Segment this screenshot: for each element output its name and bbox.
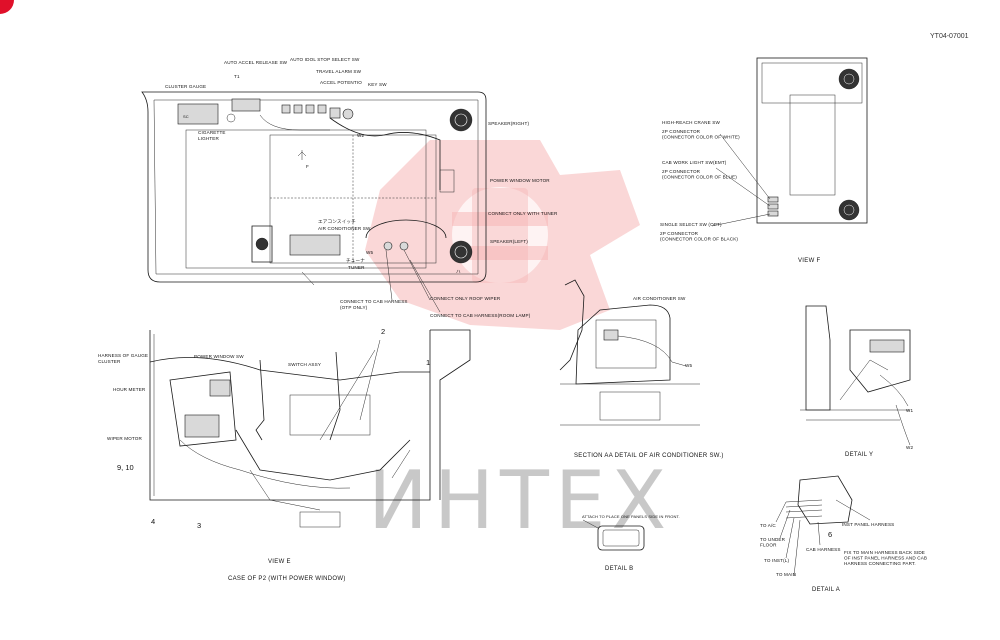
label-tuner-jp: チューナ — [346, 258, 365, 264]
label-auto-accel-release-sw: AUTO ACCEL RELEASE SW — [224, 60, 288, 65]
section-aa-drawing — [559, 279, 700, 426]
label-2p-connector-black: 2P CONNECTOR (CONNECTOR COLOR OF BLACK) — [660, 231, 738, 242]
caption-detail-y: DETAIL Y — [845, 452, 873, 458]
label-cigarette-lighter-line-2: LIGHTER — [198, 136, 219, 141]
detail-b-labels: ATTACH TO PLACE ONE PANELS SIDE IN FRONT… — [582, 514, 680, 572]
label-power-window-sw: POWER WINDOW SW — [194, 354, 244, 359]
label-9-10: 9, 10 — [117, 463, 134, 472]
label-aircon-sw-jp: エアコンスイッチ — [318, 219, 356, 225]
view-f-drawing — [711, 57, 868, 227]
label-fix-note: FIX TO MAIN HARNESS BACK SIDE OF INST PA… — [844, 550, 929, 566]
watermark-text: ИНТЕХ — [368, 454, 672, 547]
label-hour-meter: HOUR METER — [113, 387, 146, 392]
label-y-w1: W1 — [906, 408, 913, 413]
label-2p-connector-blue-line-2: (CONNECTOR COLOR OF BLUE) — [662, 175, 737, 180]
label-attach-note: ATTACH TO PLACE ONE PANELS SIDE IN FRONT… — [582, 514, 680, 519]
label-connect-cab-harness-opt: CONNECT TO CAB HARNESS (OTP ONLY) — [340, 299, 409, 310]
label-1: 1 — [426, 358, 430, 367]
label-cab-work-light-sw: CAB WORK LIGHT SW(EMT) — [662, 160, 727, 165]
label-t1: T1 — [234, 74, 240, 79]
label-2p-connector-white: 2P CONNECTOR (CONNECTOR COLOR OF WHITE) — [662, 129, 740, 140]
caption-section-aa: SECTION AA DETAIL OF AIR CONDITIONER SW.… — [574, 453, 724, 459]
svg-text:SC: SC — [183, 114, 189, 119]
label-2p-connector-blue: 2P CONNECTOR (CONNECTOR COLOR OF BLUE) — [662, 169, 737, 180]
label-harness-of-gauge-cluster-line-1: HARNESS OF GAUGE — [98, 353, 148, 358]
label-connect-only-with-tuner: CONNECT ONLY WITH TUNER — [488, 211, 558, 216]
label-to-main: TO MAIN — [776, 572, 796, 577]
caption-detail-b: DETAIL B — [605, 566, 633, 572]
caption-view-e: VIEW E — [268, 559, 291, 565]
label-fix-note-line-3: HARNESS CONNECTING PART. — [844, 561, 916, 566]
label-aa-w5: W5 — [685, 363, 692, 368]
caption-view-f: VIEW F — [798, 258, 821, 264]
label-f-mark: F — [306, 164, 309, 169]
label-switch-assy: SWITCH ASSY — [288, 362, 321, 367]
label-accel-potentio: ACCEL POTENTIO — [320, 80, 362, 85]
detail-y-labels: W1 W2 DETAIL Y — [845, 408, 913, 458]
label-power-window-motor: POWER WINDOW MOTOR — [490, 178, 550, 183]
detail-a-labels: TO A/C TO UNDER FLOOR TO INST(L) TO MAIN… — [760, 522, 929, 593]
label-2: 2 — [381, 327, 385, 336]
label-connect-cab-harness-opt-line-1: CONNECT TO CAB HARNESS — [340, 299, 408, 304]
label-w5: W5 — [366, 250, 373, 255]
label-2p-connector-white-line-1: 2P CONNECTOR — [662, 129, 701, 134]
label-3: 3 — [197, 521, 201, 530]
label-aa-air-conditioner-sw: AIR CONDITIONER SW — [633, 296, 686, 301]
corner-badge — [0, 0, 14, 14]
label-4: 4 — [151, 517, 155, 526]
label-fix-note-line-2: OF INST PANEL HARNESS AND CAB — [844, 556, 927, 561]
label-wiper-motor: WIPER MOTOR — [107, 436, 143, 441]
label-tuner: TUNER — [348, 265, 365, 270]
label-harness-of-gauge-cluster: HARNESS OF GAUGE CLUSTER — [98, 353, 150, 364]
label-2p-connector-black-line-2: (CONNECTOR COLOR OF BLACK) — [660, 237, 738, 242]
label-harness-of-gauge-cluster-line-2: CLUSTER — [98, 359, 121, 364]
detail-b-drawing — [582, 519, 645, 551]
label-w2: W2 — [357, 133, 364, 138]
label-single-select-sw: SINGLE SELECT SW (OPT) — [660, 222, 722, 227]
watermark: ИНТЕХ — [365, 140, 672, 547]
label-a-6: 6 — [828, 530, 832, 539]
caption-detail-a: DETAIL A — [812, 587, 840, 593]
doc-id: YT04-07001 — [930, 33, 969, 40]
label-to-under-floor-line-2: FLOOR — [760, 543, 777, 548]
label-2p-connector-blue-line-1: 2P CONNECTOR — [662, 169, 701, 174]
view-e-drawing — [149, 329, 471, 528]
label-air-conditioner-sw: AIR CONDITIONER SW — [318, 226, 371, 231]
view-e-labels: HARNESS OF GAUGE CLUSTER POWER WINDOW SW… — [98, 327, 430, 582]
label-fix-note-line-1: FIX TO MAIN HARNESS BACK SIDE — [844, 550, 925, 555]
label-to-inst-l: TO INST(L) — [764, 558, 789, 563]
view-f-labels: HIGH-REACH CRANE SW 2P CONNECTOR (CONNEC… — [660, 120, 821, 264]
label-2p-connector-black-line-1: 2P CONNECTOR — [660, 231, 699, 236]
label-cab-harness: CAB HARNESS — [806, 547, 841, 552]
label-cluster-gauge: CLUSTER GAUGE — [165, 84, 206, 89]
label-view-marker: ハ — [456, 269, 461, 274]
label-speaker-right: SPEAKER(RIGHT) — [488, 121, 529, 126]
label-to-under-floor-line-1: TO UNDER — [760, 537, 786, 542]
label-inst-panel-harness: INST PANEL HARNESS — [842, 522, 894, 527]
label-to-ac: TO A/C — [760, 523, 776, 528]
label-y-w2: W2 — [906, 445, 913, 450]
label-2p-connector-white-line-2: (CONNECTOR COLOR OF WHITE) — [662, 135, 740, 140]
section-aa-labels: AIR CONDITIONER SW W5 SECTION AA DETAIL … — [574, 296, 724, 459]
label-to-under-floor: TO UNDER FLOOR — [760, 537, 787, 548]
label-travel-alarm-sw: TRAVEL ALARM SW — [316, 69, 362, 74]
label-speaker-left: SPEAKER(LEFT) — [490, 239, 528, 244]
top-view-labels: CLUSTER GAUGE T1 CIGARETTE LIGHTER AUTO … — [165, 57, 558, 318]
top-view-drawing: SC — [141, 91, 487, 313]
label-high-reach-crane-sw: HIGH-REACH CRANE SW — [662, 120, 720, 125]
label-auto-idle-stop-select-sw: AUTO IDOL STOP SELECT SW — [290, 57, 360, 62]
label-connect-cab-harness-room-lamp: CONNECT TO CAB HARNESS(ROOM LAMP) — [430, 313, 531, 318]
label-cigarette-lighter-line-1: CIGARETTE — [198, 130, 226, 135]
detail-y-drawing — [800, 305, 911, 446]
label-cigarette-lighter: CIGARETTE LIGHTER — [198, 130, 227, 141]
label-key-sw: KEY SW — [368, 82, 387, 87]
label-connect-cab-harness-opt-line-2: (OTP ONLY) — [340, 305, 368, 310]
caption-case-of-p2: CASE OF P2 (WITH POWER WINDOW) — [228, 576, 346, 582]
detail-a-drawing — [775, 475, 871, 577]
label-connect-only-roof-wiper: CONNECT ONLY ROOF WIPER — [430, 296, 501, 301]
